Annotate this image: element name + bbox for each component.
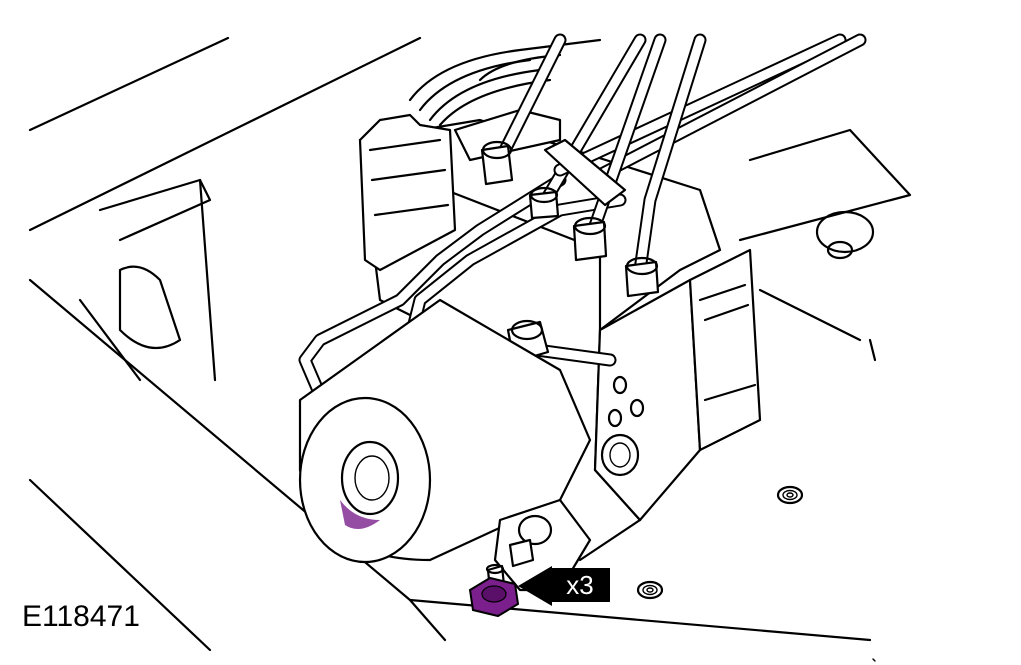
motor-mark: [340, 500, 380, 529]
mounting-bracket: [493, 498, 592, 592]
mounting-nut-icon: [468, 563, 520, 618]
pipe-union-3: [572, 216, 608, 262]
pipe-union-4: [624, 256, 660, 298]
pipe-clip: [543, 138, 627, 207]
body-panel: [28, 36, 912, 652]
stray-mark: [872, 658, 876, 662]
floor-stud-front: [636, 580, 664, 600]
callout-arrow-icon: [518, 566, 552, 606]
pipe-union-1: [480, 140, 514, 186]
wiring-harness: [408, 38, 602, 127]
pipe-union-2: [528, 186, 560, 220]
floor-stud-right: [776, 485, 804, 505]
pump-motor: [298, 298, 592, 564]
quantity-callout: x3: [550, 568, 610, 602]
figure-id: E118471: [22, 600, 140, 633]
